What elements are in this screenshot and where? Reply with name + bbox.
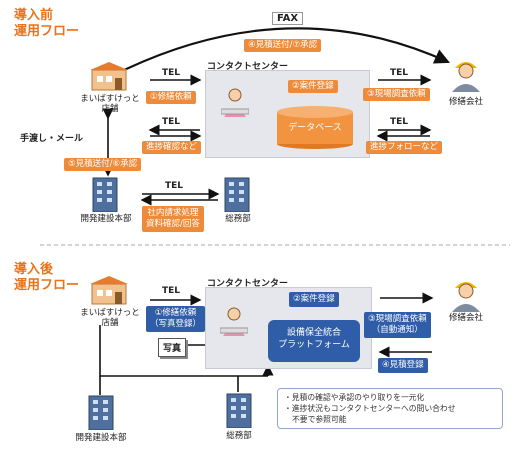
store-label: まいばすけっと 店舗 [80, 94, 140, 114]
photo-icon: 写真 [158, 338, 187, 357]
estimate-approval-label: ⑤見積送付/⑥承認 [64, 158, 142, 171]
store-icon [88, 60, 130, 96]
database-label: データベース [288, 123, 342, 133]
after-site-survey-label: ③現場調査依頼 （自動通知） [364, 312, 431, 338]
after-title: 導入後 運用フロー [14, 262, 80, 293]
after-ga-building-icon [224, 392, 254, 432]
contact-center-title: コンタクトセンター [207, 62, 289, 72]
after-contact-center-title: コンタクトセンター [207, 279, 289, 289]
after-operator-icon [219, 306, 249, 340]
benefit-note: ・見積の確認や承認のやり取りを一元化 ・進捗状況もコンタクトセンターへの問い合わ… [277, 388, 503, 429]
progress-follow-label: 進捗フォローなど [366, 141, 443, 154]
after-worker-icon [448, 276, 484, 316]
repair-company-label: 修繕会社 [448, 97, 483, 107]
after-store-icon [88, 274, 130, 310]
fax-label: FAX [272, 12, 304, 25]
tel-label-2: TEL [162, 117, 181, 127]
handover-label: 手渡し・メール [20, 131, 84, 144]
hq-building-icon [90, 176, 120, 216]
ga-label: 総務部 [225, 214, 251, 224]
repair-request-label: ①修繕依頼 [146, 91, 196, 104]
operator-icon [220, 87, 250, 121]
after-case-register-label: ②案件登録 [289, 292, 339, 307]
progress-check-label: 進捗確認など [142, 141, 202, 154]
site-survey-label: ③現場調査依頼 [363, 88, 430, 101]
platform-box: 設備保全統合 プラットフォーム [268, 320, 360, 362]
tel-label-5: TEL [165, 181, 184, 191]
fax-step-label: ④見積送付/⑦承認 [244, 39, 322, 52]
worker-icon [448, 56, 484, 96]
after-ga-label: 総務部 [226, 431, 252, 441]
tel-label-4: TEL [390, 117, 409, 127]
after-repair-company-label: 修繕会社 [448, 313, 483, 323]
database-cylinder [275, 104, 355, 154]
after-tel-label: TEL [162, 286, 181, 296]
after-hq-building-icon [86, 394, 116, 434]
estimate-register-label: ④見積登録 [378, 358, 428, 373]
before-title: 導入前 運用フロー [14, 8, 80, 39]
after-repair-request-label: ①修繕依頼 （写真登録） [146, 306, 206, 332]
fax-arc-arrow [104, 27, 451, 85]
after-store-label: まいばすけっと 店舗 [80, 308, 140, 328]
tel-label-1: TEL [162, 68, 181, 78]
ga-building-icon [222, 176, 252, 216]
internal-processing-label: 社内請求処理 資料確認/回答 [142, 206, 204, 232]
hq-label: 開発建設本部 [80, 214, 132, 224]
after-hq-label: 開発建設本部 [75, 433, 127, 443]
tel-label-3: TEL [390, 68, 409, 78]
case-register-label: ②案件登録 [288, 80, 338, 93]
